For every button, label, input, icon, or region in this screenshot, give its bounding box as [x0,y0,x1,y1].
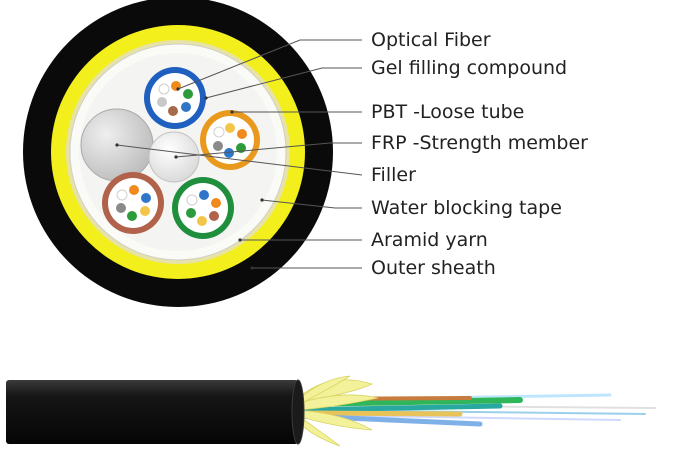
label-aramid-yarn: Aramid yarn [371,229,488,251]
loose-tube-orange [200,110,260,170]
aramid-yarn-bundle [295,375,379,447]
label-frp-strength-member: FRP -Strength member [371,132,588,154]
fiber-core [197,216,207,226]
label-pbt-loose-tube: PBT -Loose tube [371,101,524,123]
fiber-core [181,102,191,112]
frp-strength-member [148,131,200,183]
fiber-core [127,211,137,221]
leader-dots [115,87,264,270]
fiber-core [183,89,193,99]
fiber-core [140,206,150,216]
fiber-core [213,126,225,138]
jacket-cut-end [291,379,305,445]
label-water-blocking-tape: Water blocking tape [371,197,562,219]
leader-lines [116,39,363,269]
cable-jacket [6,380,298,444]
fiber-core [158,83,170,95]
fiber-core [116,203,126,213]
leader-line-optical-fiber [177,39,362,90]
cable-side-view [6,375,656,447]
label-outer-sheath: Outer sheath [371,257,496,279]
loose-tube-brown [102,172,164,234]
label-filler: Filler [371,164,416,186]
leader-line-frp [175,142,362,158]
leader-line-water-tape [261,199,362,209]
cable-cross-section [23,0,333,307]
callout-labels: Optical Fiber Gel filling compound PBT -… [371,29,588,279]
fiber-core [211,198,221,208]
leader-line-gel-filling [205,67,362,99]
fiber-core [224,148,234,158]
fiber-core [168,106,178,116]
fiber-core [129,185,139,195]
fiber-core [186,208,196,218]
fiber-core [157,97,167,107]
fiber-core [237,129,247,139]
fiber-core [225,123,235,133]
fiber-core [116,189,128,201]
loose-tube-blue [144,67,206,129]
label-gel-filling-compound: Gel filling compound [371,57,567,79]
leader-line-filler [116,144,363,176]
fiber-core [213,141,223,151]
fiber-core [186,194,198,206]
loose-tube-green [172,177,234,239]
exposed-fibers [297,393,656,427]
fiber-core [199,190,209,200]
label-optical-fiber: Optical Fiber [371,29,491,51]
fiber-core [209,211,219,221]
fiber-core [141,193,151,203]
